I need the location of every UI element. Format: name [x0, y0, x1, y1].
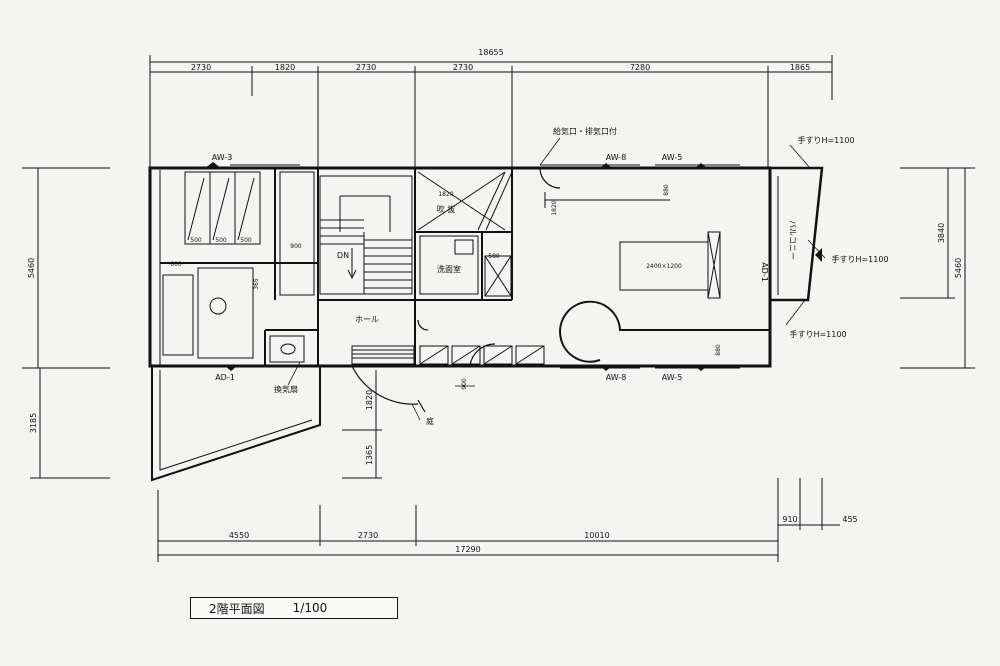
- door-900-dim: 900: [461, 378, 468, 390]
- fukinuke-width-dim: 1820: [438, 191, 453, 198]
- closet-dim-600: 600: [170, 261, 182, 268]
- fukinuke-label: 吹 抜: [437, 204, 456, 214]
- handrail-bottom-label: 手すりH=1100: [789, 329, 846, 339]
- entry-door-swing: [351, 365, 419, 405]
- dim-880-top: 880: [663, 184, 670, 196]
- bottom-dim-2: 2730: [358, 531, 378, 540]
- closet-dim-1: 500: [190, 237, 202, 244]
- hall-label: ホール: [355, 315, 379, 324]
- void-fukinuke: [417, 171, 513, 297]
- bottom-right-dim-2: 455: [842, 515, 857, 524]
- kankisen-label: 換気扇: [274, 384, 298, 394]
- balcony-label: バルコニー: [788, 220, 797, 260]
- handrail-right-label: 手すりH=1100: [831, 254, 888, 264]
- vent-note-label: 給気口・排気口付: [553, 126, 617, 136]
- handrail-top-label: 手すりH=1100: [797, 135, 854, 145]
- bottom-right-dim-1: 910: [782, 515, 797, 524]
- terrace-outline: [151, 366, 321, 482]
- closet-dim-900: 900: [290, 243, 302, 250]
- closet-dim-2: 500: [215, 237, 227, 244]
- right-inner-dim: 3840: [937, 223, 946, 243]
- staircase: [319, 175, 413, 295]
- bottom-dim-1: 4550: [229, 531, 249, 540]
- hall-vertical-dim-1: 1820: [365, 390, 374, 410]
- bottom-total-dim: 17290: [455, 545, 480, 554]
- balcony-outline: [770, 166, 824, 302]
- hall-vertical-dim-2: 1365: [365, 445, 374, 465]
- wash-dim-580: 580: [488, 253, 500, 260]
- senmenjo-label: 洗面室: [437, 264, 461, 274]
- fukinuke-depth-dim: 1820: [551, 200, 558, 215]
- left-lower-dim: 3185: [29, 413, 38, 433]
- door-ad1-right-label: AD-1: [760, 262, 769, 282]
- top-dim-3: 2730: [356, 63, 376, 72]
- closet-dim-3: 500: [240, 237, 252, 244]
- drawing-scale: 1/100: [292, 601, 328, 615]
- top-dim-2: 1820: [275, 63, 295, 72]
- window-aw8-bottom-label: AW-8: [606, 373, 627, 382]
- bottom-dim-3: 10010: [584, 531, 609, 540]
- dim-880-bottom: 880: [715, 344, 722, 356]
- table-size-label: 2400×1200: [646, 263, 682, 270]
- top-dim-4: 2730: [453, 63, 473, 72]
- top-dim-5: 7280: [630, 63, 650, 72]
- drawing-title-box: 2階平面図 1/100: [190, 597, 398, 619]
- window-aw5-top-label: AW-5: [662, 153, 683, 162]
- niwa-label: 庭: [426, 416, 434, 426]
- top-dim-1: 2730: [191, 63, 211, 72]
- right-overall-dim: 5460: [954, 258, 963, 278]
- window-aw8-top-label: AW-8: [606, 153, 627, 162]
- door-ad1-left-label: AD-1: [215, 373, 235, 382]
- top-dim-6: 1865: [790, 63, 810, 72]
- drawing-title: 2階平面図: [209, 601, 265, 616]
- top-total-dim: 18655: [478, 48, 503, 57]
- stairs-down-label: DN: [337, 251, 349, 260]
- window-aw5-bottom-label: AW-5: [662, 373, 683, 382]
- left-overall-dim: 5460: [27, 258, 36, 278]
- window-aw3-label: AW-3: [212, 153, 233, 162]
- wc-dim-365: 365: [253, 278, 260, 290]
